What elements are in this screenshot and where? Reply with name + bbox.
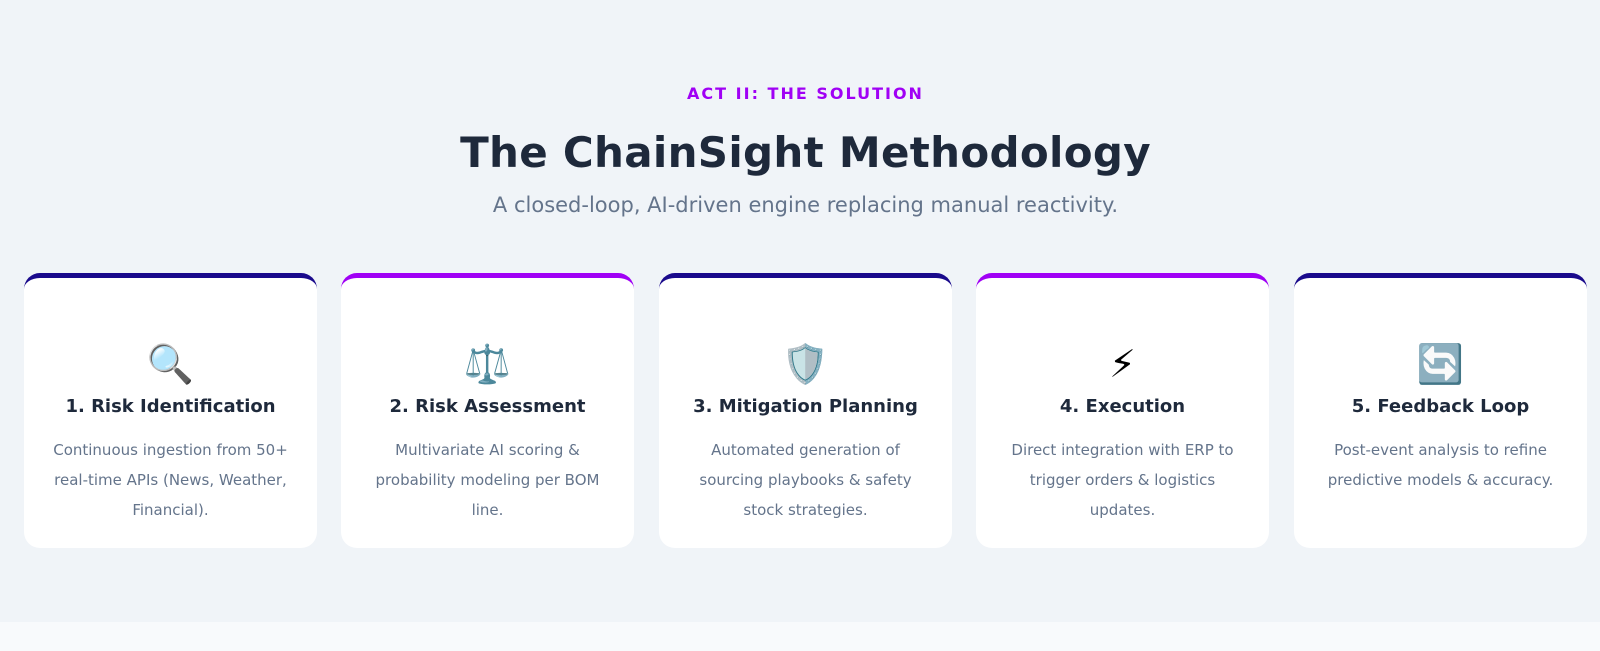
step-card-risk-assessment: ⚖️ 2. Risk Assessment Multivariate AI sc… — [341, 273, 634, 548]
balance-scale-icon: ⚖️ — [463, 342, 512, 386]
step-card-risk-identification: 🔍 1. Risk Identification Continuous inge… — [24, 273, 317, 548]
step-description: Multivariate AI scoring & probability mo… — [375, 441, 600, 519]
step-description: Continuous ingestion from 50+ real-time … — [53, 441, 288, 519]
next-section-edge — [0, 622, 1600, 651]
step-description: Automated generation of sourcing playboo… — [699, 441, 912, 519]
step-description: Direct integration with ERP to trigger o… — [1011, 441, 1234, 519]
step-card-feedback-loop: 🔄 5. Feedback Loop Post-event analysis t… — [1294, 273, 1587, 548]
magnifying-glass-icon: 🔍 — [146, 342, 195, 386]
step-title: 1. Risk Identification — [65, 396, 276, 417]
shield-icon: 🛡️ — [781, 342, 830, 386]
step-description: Post-event analysis to refine predictive… — [1327, 441, 1554, 489]
page-subtitle: A closed-loop, AI-driven engine replacin… — [492, 193, 1119, 217]
step-card-execution: ⚡ 4. Execution Direct integration with E… — [976, 273, 1269, 548]
step-title: 5. Feedback Loop — [1351, 396, 1530, 417]
step-title: 2. Risk Assessment — [389, 396, 586, 417]
section-eyebrow: ACT II: THE SOLUTION — [687, 84, 924, 103]
step-title: 4. Execution — [1059, 396, 1186, 417]
lightning-icon: ⚡ — [1109, 342, 1136, 386]
step-card-mitigation-planning: 🛡️ 3. Mitigation Planning Automated gene… — [659, 273, 952, 548]
methodology-section: ACT II: THE SOLUTION The ChainSight Meth… — [24, 84, 1587, 548]
page-title: The ChainSight Methodology — [460, 128, 1151, 177]
step-title: 3. Mitigation Planning — [693, 396, 918, 417]
refresh-loop-icon: 🔄 — [1416, 342, 1465, 386]
